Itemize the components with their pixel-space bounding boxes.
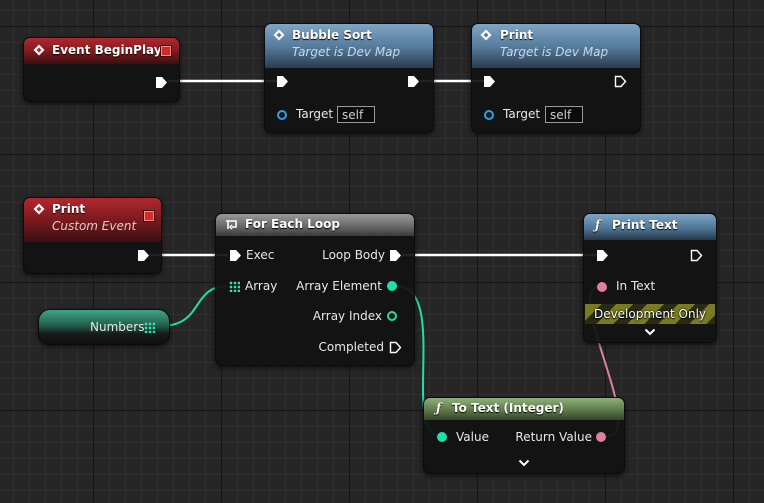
array-in-pin[interactable] [229,281,240,292]
in-text-label: In Text [616,279,656,293]
loop-body-exec-out-pin[interactable] [389,249,402,262]
array-out-pin[interactable] [144,322,155,333]
target-value-field[interactable]: self [545,106,583,123]
node-header [216,214,414,236]
variable-label: Numbers [90,320,145,334]
event-diamond-icon [33,44,45,56]
return-value-out-pin[interactable] [596,432,606,442]
node-subtitle: Target is Dev Map [292,45,401,59]
delegate-pin-icon[interactable] [161,46,171,56]
exec-out-pin-unconnected[interactable] [614,75,627,88]
node-header [472,24,640,68]
exec-in-pin[interactable] [229,249,242,262]
target-label: Target [503,107,541,121]
exec-in-pin[interactable] [596,249,609,262]
node-subtitle: Custom Event [52,219,137,233]
exec-in-pin[interactable] [276,75,289,88]
node-title: Event BeginPlay [52,43,162,57]
array-element-label: Array Element [296,279,382,293]
exec-out-pin-unconnected[interactable] [690,249,703,262]
print-custom-event-node[interactable]: Print Custom Event [23,197,162,274]
node-header [24,198,161,242]
print-text-node[interactable]: ƒ Print Text In Text Development Only [583,213,717,343]
to-text-integer-node[interactable]: ƒ To Text (Integer) Value Return Value [423,397,625,474]
function-call-icon [480,29,492,41]
exec-out-pin[interactable] [407,75,420,88]
exec-out-pin[interactable] [155,76,168,89]
array-index-label: Array Index [312,309,382,323]
event-beginplay-node[interactable]: Event BeginPlay [23,37,180,102]
exec-in-pin[interactable] [483,75,496,88]
value-in-pin[interactable] [437,432,447,442]
completed-exec-out-pin[interactable] [389,341,402,354]
node-title: For Each Loop [245,217,340,231]
development-only-banner: Development Only [585,304,715,324]
event-diamond-icon [33,203,45,215]
target-label: Target [296,107,334,121]
target-pin[interactable] [277,110,287,120]
exec-out-pin[interactable] [137,249,150,262]
array-index-out-pin[interactable] [387,311,397,321]
target-pin[interactable] [484,110,494,120]
value-label: Value [456,430,489,444]
node-title: Bubble Sort [292,28,372,42]
node-title: Print [500,28,534,42]
bubble-sort-node[interactable]: Bubble Sort Target is Dev Map Target sel… [264,23,434,133]
completed-label: Completed [318,340,384,354]
delegate-pin-icon[interactable] [144,211,154,221]
numbers-variable-node[interactable]: Numbers [38,309,170,345]
function-f-icon: ƒ [595,218,601,232]
loop-body-label: Loop Body [322,248,385,262]
node-title: Print [52,202,86,216]
node-title: Print Text [612,218,678,232]
function-call-icon [273,29,285,41]
node-header [584,214,716,240]
chevron-down-icon[interactable] [644,328,656,336]
node-header [424,398,624,420]
in-text-pin[interactable] [597,282,607,292]
chevron-down-icon[interactable] [518,459,530,467]
exec-label: Exec [246,248,275,262]
print-call-node[interactable]: Print Target is Dev Map Target self [471,23,641,133]
array-element-out-pin[interactable] [387,281,397,291]
node-subtitle: Target is Dev Map [500,45,609,59]
target-value-field[interactable]: self [337,106,375,123]
node-header [24,38,179,64]
for-each-loop-node[interactable]: For Each Loop Exec Array Loop Body Array… [215,213,415,366]
return-value-label: Return Value [515,430,592,444]
function-f-icon: ƒ [436,401,442,415]
node-title: To Text (Integer) [452,401,564,415]
loop-macro-icon [226,220,237,230]
array-label: Array [245,279,278,293]
node-header [265,24,433,68]
